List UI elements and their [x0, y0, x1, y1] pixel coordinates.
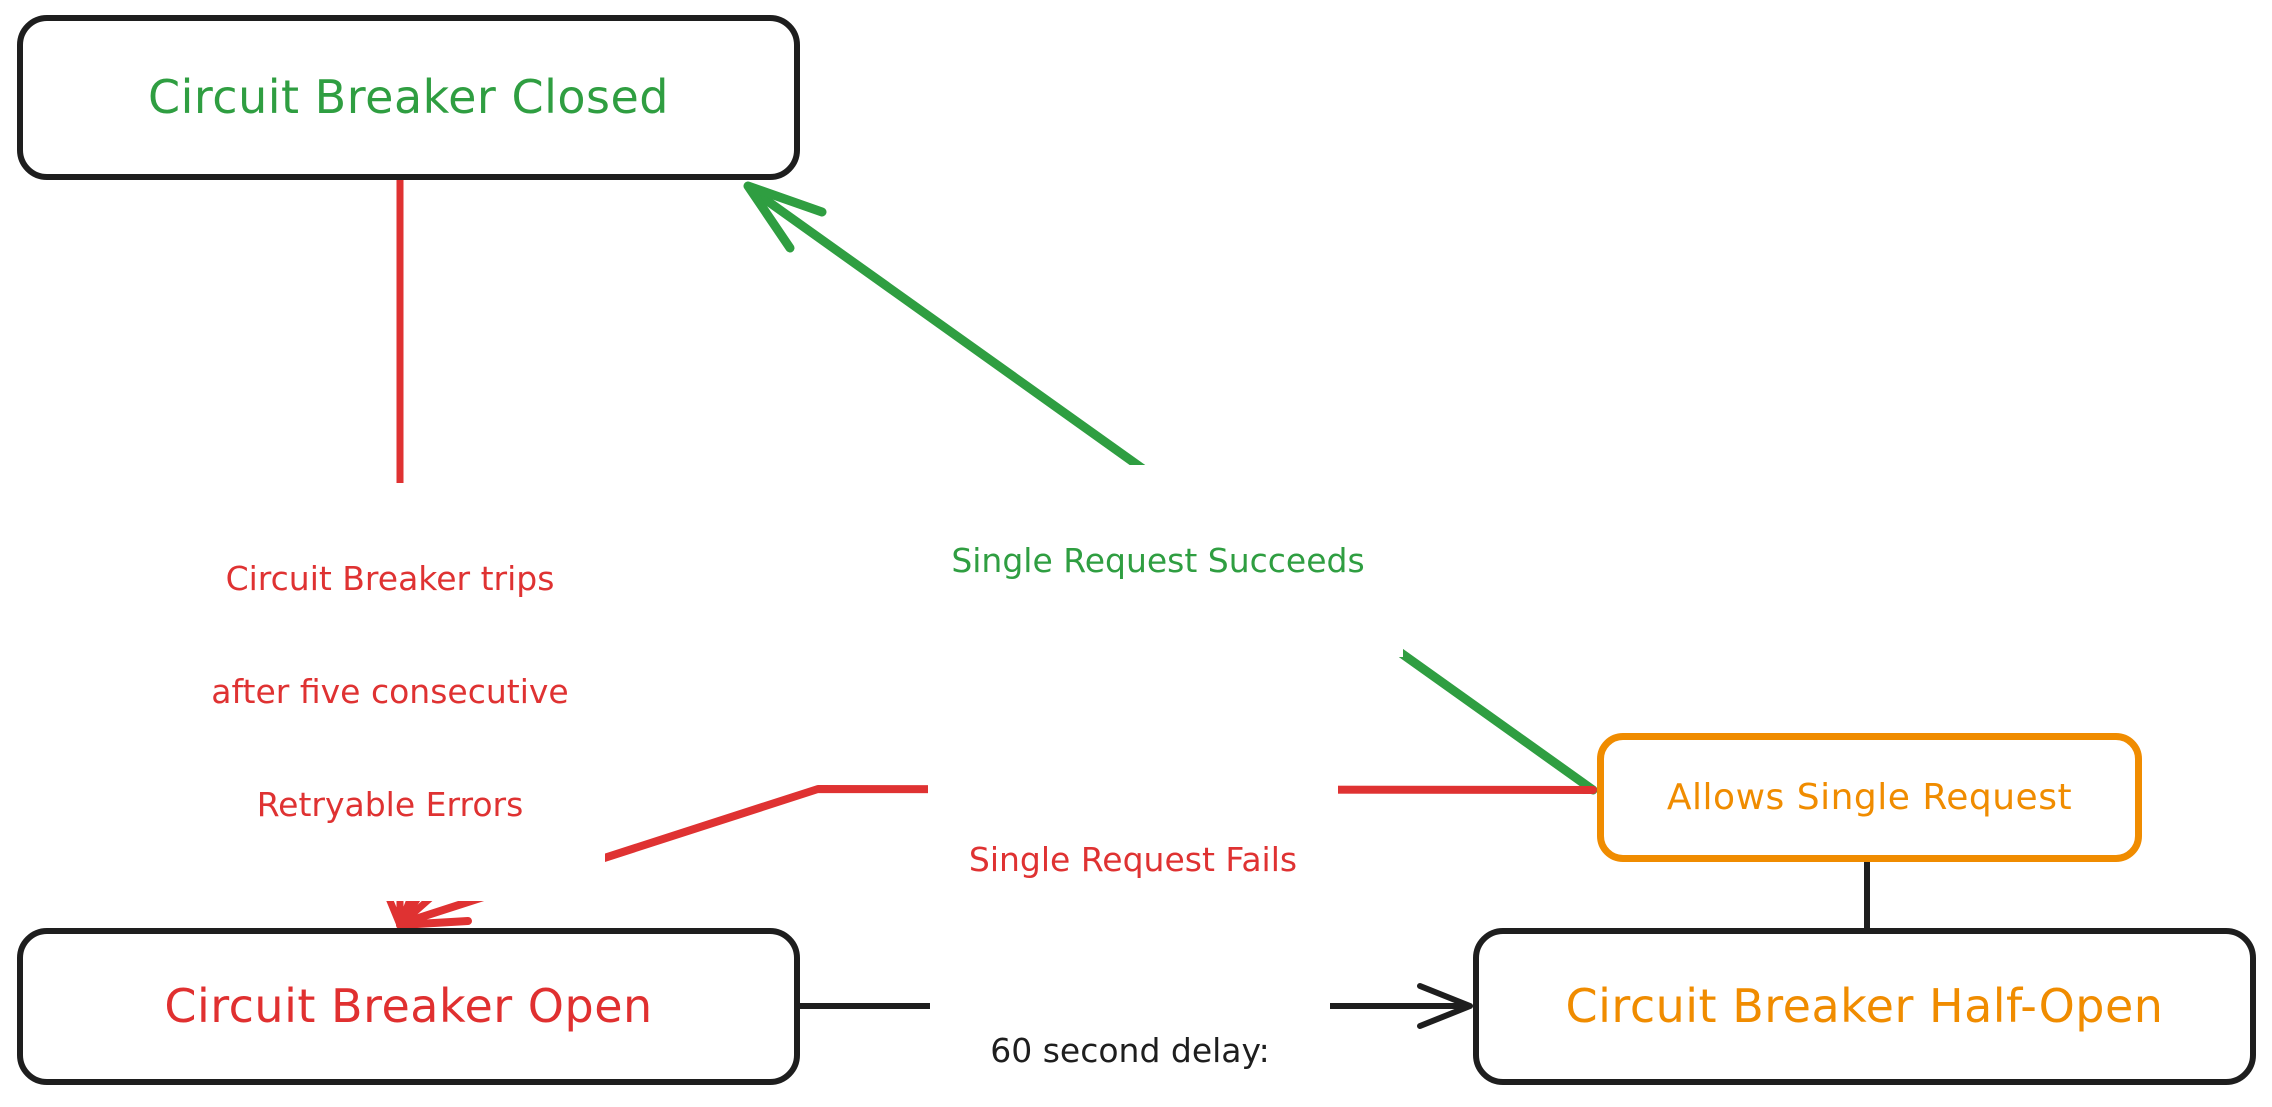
node-circuit-breaker-closed[interactable]: Circuit Breaker Closed	[17, 15, 800, 180]
edge-label-closed-to-open: Circuit Breaker trips after five consecu…	[175, 483, 605, 901]
edge-label-allows-to-closed: Single Request Succeeds	[913, 465, 1403, 658]
edge-label-line-3: Retryable Errors	[256, 784, 524, 824]
edge-label-line-2: after five consecutive	[211, 672, 569, 712]
node-circuit-breaker-half-open[interactable]: Circuit Breaker Half-Open	[1473, 928, 2256, 1085]
edge-label-text: Single Request Fails	[968, 840, 1298, 880]
edge-label-open-to-half-open: 60 second delay: No requests allowed	[930, 955, 1330, 1107]
edge-label-allows-to-open: Single Request Fails	[928, 764, 1338, 957]
node-allows-single-request[interactable]: Allows Single Request	[1597, 733, 2142, 862]
node-circuit-breaker-open[interactable]: Circuit Breaker Open	[17, 928, 800, 1085]
node-label-allows-single-request: Allows Single Request	[1666, 776, 2073, 818]
node-label-open: Circuit Breaker Open	[164, 979, 653, 1034]
node-label-half-open: Circuit Breaker Half-Open	[1565, 979, 2164, 1034]
edge-label-line-1: Circuit Breaker trips	[225, 559, 555, 599]
node-label-closed: Circuit Breaker Closed	[148, 70, 669, 125]
edge-label-text: Single Request Succeeds	[951, 541, 1365, 581]
edge-label-line-1: 60 second delay:	[990, 1031, 1270, 1071]
